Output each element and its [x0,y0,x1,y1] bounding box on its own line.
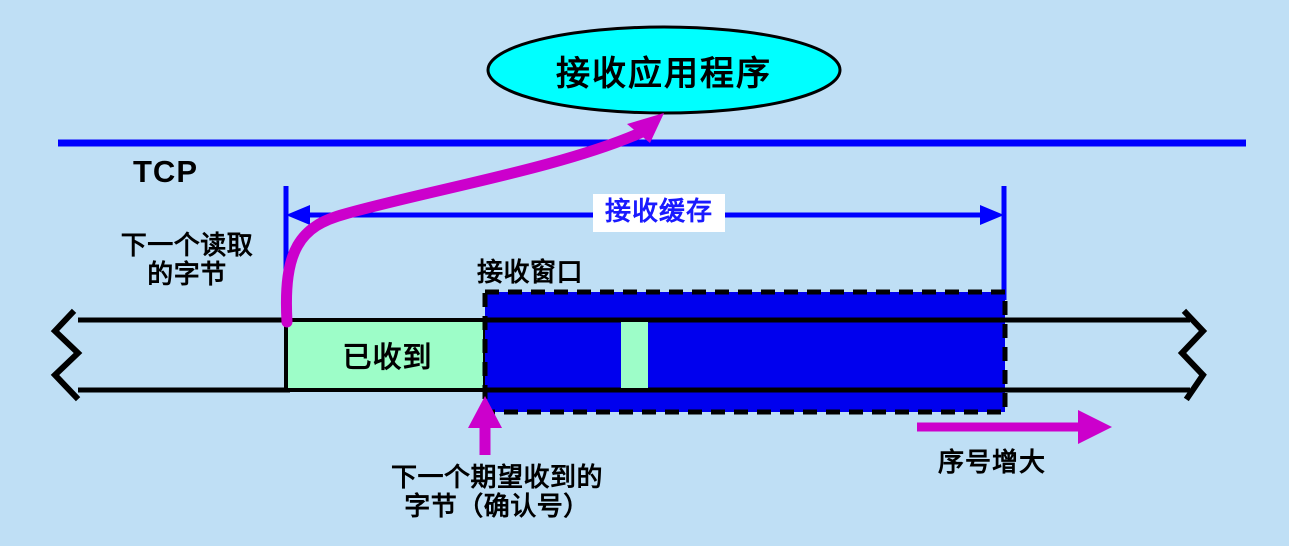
receive-window-label: 接收窗口 [477,257,584,287]
tcp-label: TCP [133,154,198,189]
next-byte-to-read-label: 下一个读取 的字节 [120,230,254,290]
received-segment-label: 已收到 [342,342,433,374]
next-expected-byte-label: 下一个期望收到的 字节（确认号） [390,462,603,522]
receiving-application-label: 接收应用程序 [556,54,772,93]
left-break-zigzag [50,308,83,402]
sequence-increase-arrow [917,410,1112,444]
already-read-segment [78,320,290,390]
sequence-increase-label: 序号增大 [938,447,1047,477]
next-expected-byte-arrow [468,396,502,455]
received-segment [284,318,487,392]
receive-window-box [482,289,1008,415]
receive-buffer-label: 接收缓存 [593,194,726,232]
right-break-zigzag [1177,308,1208,402]
out-of-order-received-chunk [621,322,648,388]
data-flow-to-application-arrow [280,113,664,328]
